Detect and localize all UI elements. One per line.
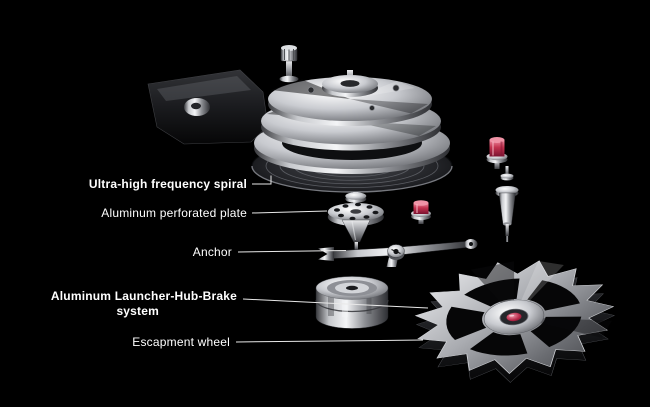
hub-groove [315, 299, 389, 313]
wheel-jewel [506, 312, 522, 322]
pivot-cone [341, 219, 371, 250]
collet-top [345, 192, 367, 200]
bridge-stud-hole [191, 102, 201, 110]
wheel-cutout [446, 306, 487, 340]
plate-screw [369, 105, 375, 111]
mechanism [147, 45, 615, 383]
staff-body [498, 192, 516, 225]
spiral-rim [251, 165, 453, 193]
plate-hole [372, 210, 379, 215]
staff-pivot [505, 224, 509, 236]
jewel-body [413, 203, 429, 214]
screw-stem [494, 159, 500, 169]
leader-line-escapement-wheel [235, 339, 424, 343]
balance-bridge [147, 69, 269, 145]
cone-body [341, 219, 371, 243]
wheel-cutout [469, 332, 528, 356]
leader-line-launcher-hub [242, 298, 429, 309]
top-hub [322, 70, 378, 97]
escape-staff [495, 166, 519, 242]
bridge-highlight [157, 76, 251, 101]
anchor-fork [318, 247, 334, 261]
label-aluminum-perforated-plate: Aluminum perforated plate [101, 206, 247, 220]
staff-tip [506, 236, 509, 242]
cone-tip [354, 242, 358, 250]
pallet-jewel-screw [411, 200, 431, 224]
plate-screw [307, 86, 315, 94]
wheel-cutout [530, 316, 582, 348]
wheel-cutout [527, 280, 580, 311]
cone-highlight [351, 220, 357, 241]
staff-collar-top [500, 173, 514, 179]
anchor-end-hole [469, 242, 473, 246]
staff-flange-top [495, 186, 519, 194]
wheel-cutout [464, 278, 520, 307]
label-launcher-hub-brake-line2: system [116, 304, 159, 318]
plate-hole [366, 205, 373, 209]
plate-center-hole [350, 209, 362, 214]
reflection-wedge [350, 99, 428, 114]
crown-knurling [284, 49, 294, 61]
label-anchor: Anchor [193, 245, 232, 259]
leader-line-spiral [252, 175, 272, 185]
plate-screw [392, 84, 400, 92]
label-escapement-wheel: Escapment wheel [132, 335, 230, 349]
launcher-hub [315, 276, 389, 329]
plate-hole [363, 215, 370, 219]
plate-hole [355, 202, 361, 207]
upper-disc [268, 77, 432, 126]
labels: Ultra-high frequency spiral Aluminum per… [51, 177, 247, 349]
escapement-wheel [414, 260, 615, 383]
label-ultra-high-frequency-spiral: Ultra-high frequency spiral [89, 177, 247, 191]
jewel-screw-upper [486, 137, 508, 169]
leader-line-anchor [237, 250, 347, 253]
anchor [318, 239, 478, 267]
staff-pivot-top [505, 166, 509, 176]
leader-line-perforated-plate [251, 210, 328, 214]
plate-hole [334, 208, 340, 212]
crown-flange [279, 75, 299, 83]
crown-screw [279, 45, 299, 83]
plate-hole [342, 204, 349, 208]
plate-hole [349, 216, 356, 221]
anchor-screw-slot [391, 248, 401, 255]
leader-lines [235, 175, 429, 343]
crown-stem [286, 61, 292, 80]
jewel-top [413, 200, 429, 206]
jewel-highlight [509, 314, 515, 317]
perforated-plate [327, 202, 384, 226]
top-hub-hole [340, 80, 360, 87]
label-launcher-hub-brake-line1: Aluminum Launcher-Hub-Brake [51, 289, 237, 303]
plate-hole [338, 213, 344, 218]
hub-center-hole [346, 285, 358, 291]
